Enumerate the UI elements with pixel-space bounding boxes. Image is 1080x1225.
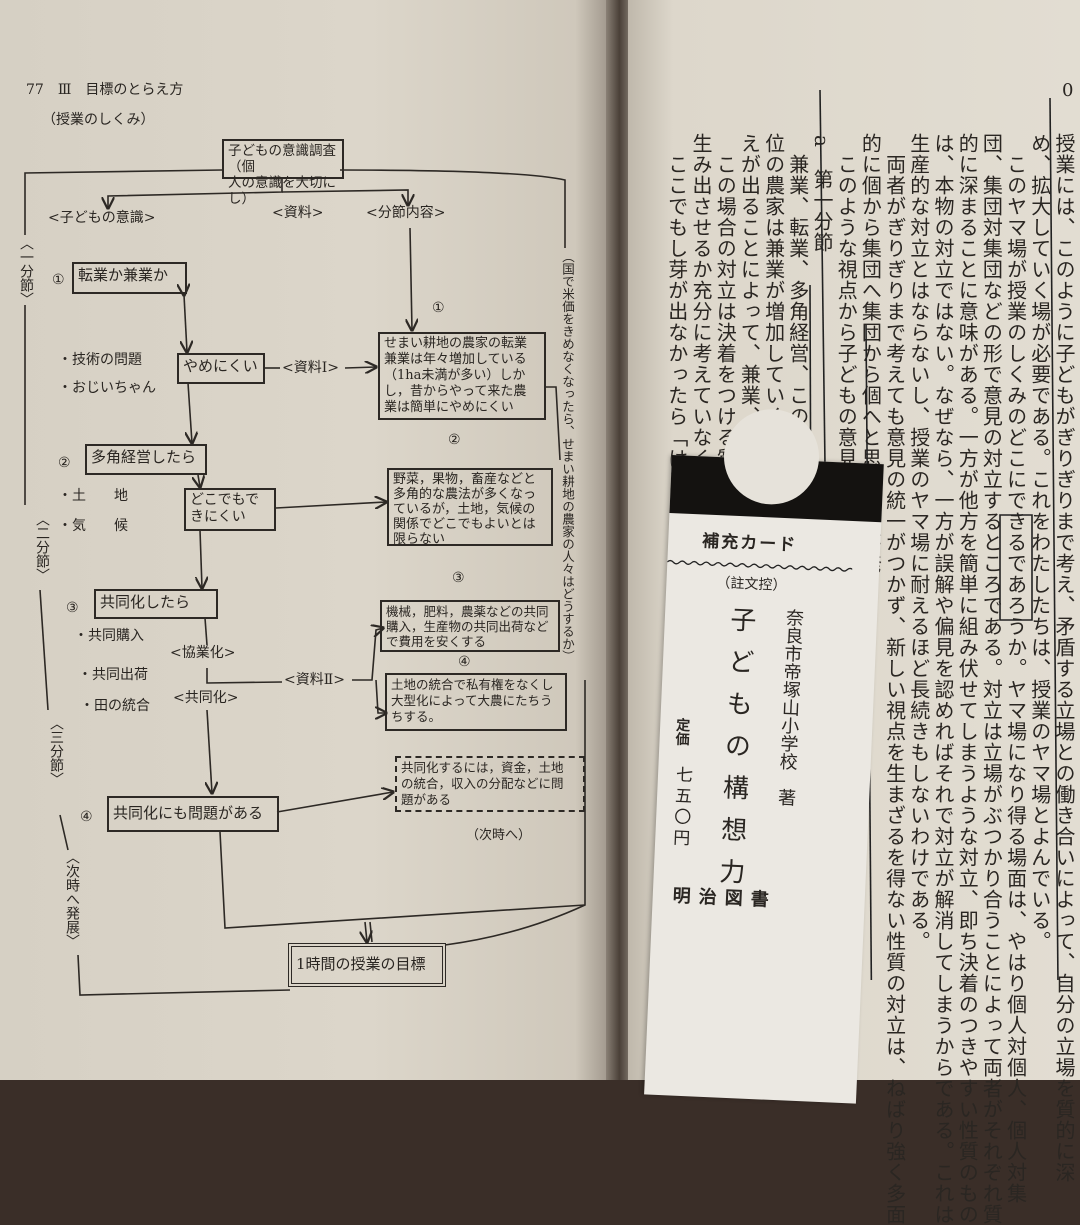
next-lesson-note: （次時へ） [466, 828, 532, 843]
segment-3-label: 〈三分節〉 [48, 716, 64, 786]
pen-line [1049, 97, 1059, 980]
text-column: 両者がぎりぎりまで考えても意見の統一がつかず、新しい視点を生まざるを得ない性質の… [882, 133, 907, 1225]
material-1-label: <資料Ⅰ> [282, 360, 339, 376]
label-material: <資料> [272, 205, 324, 221]
box-line: どこでもで [190, 492, 260, 508]
content-line: ているが，土地，気候の [393, 502, 536, 517]
bullet: ・共同出荷 [78, 667, 148, 683]
card-price-label: 定価 [673, 717, 691, 747]
problem-box: 共同化するには，資金，土地 の統合，収入の分配などに問 題がある [395, 756, 585, 812]
survey-box-line: 子どもの意識調査（個 [228, 143, 336, 175]
content-line: 関係でどこでもよいとは [393, 517, 536, 532]
step-1-box: 転業か兼業か [72, 262, 187, 294]
bullet: ・共同購入 [74, 628, 144, 644]
step-4-number: ④ [80, 809, 93, 825]
content-line: し，昔からやって来た農 [384, 384, 527, 399]
step-1-number: ① [52, 272, 65, 288]
text-column: 的に深まることに意味がある。一方が他方を簡単に組み伏せてしまうような対立、即ち決… [955, 133, 980, 1225]
card-publisher: 明治図書 [672, 885, 778, 911]
hard-anywhere-box: どこでもで きにくい [184, 488, 276, 531]
pen-box-yamaba [999, 514, 1033, 621]
text-column: 生産的な対立とはならないし、授業のヤマ場に耐えるほど長続きもしないわけである。 [906, 133, 931, 952]
content-4-box: 土地の統合で私有権をなくし 大型化によって大農にたちう ちする。 [385, 673, 567, 731]
content-line: 土地の統合で私有権をなくし [391, 677, 554, 692]
card-wavy-divider [667, 559, 853, 572]
collectivization-label: <共同化> [173, 690, 239, 706]
survey-box: 子どもの意識調査（個 人の意識を大切にし） [222, 139, 344, 207]
content-line: （1ha未満が多い）しか [384, 368, 526, 383]
content-line: 共同化するには，資金，土地 [401, 760, 564, 775]
line-left-top [24, 169, 223, 235]
material-2-label: <資料Ⅱ> [284, 672, 345, 688]
line-right-top [339, 169, 566, 248]
segment-1-label: 〈一分節〉 [18, 236, 34, 306]
text-column: は、本物の対立ではない。なぜなら、一方が誤解や偏見を認めればそれで対立が解消して… [931, 133, 955, 1225]
line-right-bottom [444, 680, 586, 946]
step-2-box: 多角経営したら [85, 444, 207, 475]
arrow-content1 [410, 227, 412, 330]
bullet: ・土 地 [58, 488, 128, 504]
text-column: 授業には、このように子どもがぎりぎりまで考え、矛盾する立場との働き合いによって、… [1052, 133, 1076, 1183]
card-price: 七五〇円 [668, 765, 693, 851]
margin-mark: 0 [1062, 80, 1074, 101]
content-line: 大型化によって大農にたちう [391, 693, 553, 708]
content-3-box: 機械，肥料，農薬などの共同 購入，生産物の共同出荷など で費用を安くする [380, 600, 560, 652]
step-3-number: ③ [66, 600, 79, 616]
bullet: ・田の統合 [80, 698, 150, 714]
survey-box-line: 人の意識を大切にし） [228, 175, 336, 207]
content-3-number: ③ [452, 570, 465, 586]
content-4-number: ④ [458, 654, 471, 670]
diagram-caption: （授業のしくみ） [42, 112, 155, 128]
line-seg2 [39, 589, 49, 711]
content-line: 業は簡単にやめにくい [384, 400, 514, 415]
order-card: 補充カード （註文控） 子どもの構想力 奈良市帝塚山小学校 著 定価 七五〇円 … [644, 407, 884, 1104]
cooperative-work-label: <協業化> [170, 645, 236, 661]
bullet: ・技術の問題 [58, 352, 142, 368]
content-line: で費用を安くする [386, 634, 487, 649]
content-1-box: せまい耕地の農家の転業 兼業は年々増加している （1ha未満が多い）しか し，昔… [378, 332, 546, 420]
content-2-number: ② [448, 432, 461, 448]
left-page [0, 0, 612, 1080]
content-line: 題がある [401, 792, 452, 807]
step-4-box: 共同化にも問題がある [107, 796, 279, 832]
label-child-awareness: <子どもの意識> [48, 210, 156, 226]
content-2-box: 野菜，果物，畜産などと 多角的な農法が多くなっ ているが，土地，気候の 関係でど… [387, 468, 553, 547]
step-2-number: ② [58, 455, 71, 471]
segment-2-label: 〈二分節〉 [34, 512, 50, 582]
segment-next-label: 〈次時へ発展〉 [64, 850, 80, 948]
content-line: 限らない [393, 532, 446, 547]
lesson-goal-box: 1時間の授業の目標 [288, 943, 446, 987]
content-line: 機械，肥料，農薬などの共同 [386, 604, 549, 619]
content-line: の統合，収入の分配などに問 [401, 776, 564, 791]
label-content: <分節内容> [366, 205, 446, 221]
bullet: ・気 候 [58, 518, 128, 534]
running-head: 77 Ⅲ 目標のとらえ方 [26, 82, 184, 98]
hard-to-quit-box: やめにくい [177, 353, 265, 384]
content-1-number: ① [432, 300, 445, 316]
line-to-goal-left [77, 954, 291, 996]
card-title: 補充カード [701, 531, 798, 556]
card-order-note: （註文控） [716, 575, 787, 595]
box-line: きにくい [190, 509, 246, 525]
content-line: ちする。 [391, 709, 442, 724]
content-line: 野菜，果物，畜産などと [393, 472, 537, 487]
side-question: （国で米価をきめなくなったら、せまい耕地の農家の人々はどうするか） [560, 250, 575, 663]
bullet: ・おじいちゃん [58, 380, 156, 396]
text-column: このヤマ場が授業のしくみのどこにできるであろうか。ヤマ場になり得る場面は、やはり… [1003, 133, 1028, 1204]
card-author: 奈良市帝塚山小学校 著 [774, 608, 805, 807]
diagram-connectors [24, 169, 586, 996]
content-line: 購入，生産物の共同出荷など [386, 619, 549, 634]
content-line: 兼業は年々増加している [384, 352, 527, 367]
text-column: 団、集団対集団などの形で意見の対立するところである。対立は立場がぶつかり合うこと… [979, 133, 1004, 1225]
content-line: 多角的な農法が多くなっ [393, 487, 537, 502]
step-3-box: 共同化したら [94, 589, 218, 619]
content-line: せまい耕地の農家の転業 [384, 336, 528, 351]
card-book-title: 子どもの構想力 [713, 605, 757, 901]
